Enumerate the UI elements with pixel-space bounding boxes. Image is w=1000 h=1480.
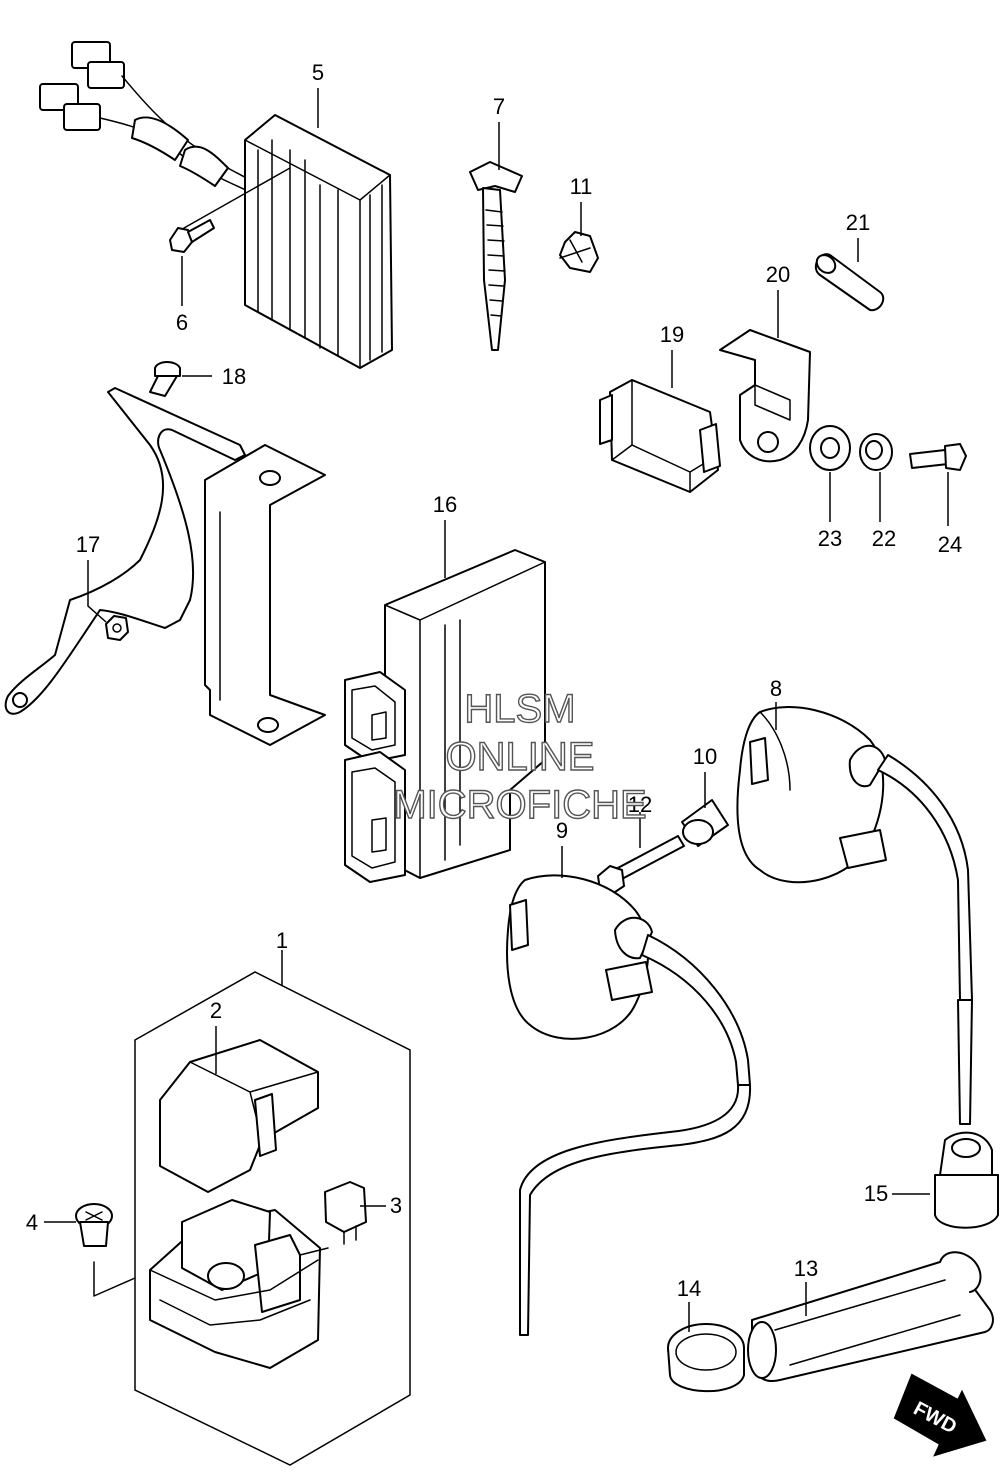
screw-18[interactable] [149, 361, 181, 397]
grommet-23[interactable] [809, 425, 851, 471]
callout-23: 23 [818, 526, 842, 551]
callout-18: 18 [222, 364, 246, 389]
fuse[interactable] [324, 1181, 367, 1245]
clip[interactable] [559, 231, 599, 273]
mounting-bracket[interactable] [4, 387, 326, 746]
starter-relay-assembly-box [134, 971, 411, 1466]
callout-21: 21 [846, 210, 870, 235]
watermark-line-2: ONLINE [446, 735, 595, 779]
relay[interactable] [599, 379, 721, 493]
screw-4[interactable] [75, 1203, 136, 1297]
callout-15: 15 [864, 1181, 888, 1206]
callout-13: 13 [794, 1256, 818, 1281]
watermark: HLSM ONLINE MICROFICHE [393, 686, 648, 827]
leader-lines [44, 88, 949, 1332]
callout-22: 22 [872, 526, 896, 551]
callout-12: 12 [628, 792, 652, 817]
ignition-coil-8[interactable] [736, 706, 973, 1125]
callout-labels: 5 6 7 11 21 20 19 18 23 22 24 16 17 8 10… [26, 60, 962, 1301]
starter-relay-body[interactable] [149, 1199, 329, 1369]
bolt-6[interactable] [169, 167, 291, 253]
ecm-unit[interactable] [344, 549, 546, 883]
ring-14[interactable] [667, 1323, 745, 1393]
callout-11: 11 [570, 174, 593, 199]
callout-20: 20 [766, 262, 790, 287]
callout-1: 1 [276, 928, 288, 953]
callout-10: 10 [693, 744, 717, 769]
watermark-line-3: MICROFICHE [393, 783, 646, 827]
watermark-line-1: HLSM [464, 687, 575, 731]
fwd-direction-badge: FWD [893, 1373, 987, 1457]
callout-2: 2 [210, 998, 222, 1023]
callout-6: 6 [176, 310, 188, 335]
relay-bracket[interactable] [719, 329, 811, 463]
bolt-24[interactable] [909, 443, 967, 471]
callout-17: 17 [76, 532, 100, 557]
collar-10[interactable] [681, 799, 729, 847]
callout-24: 24 [938, 532, 962, 557]
callout-4: 4 [26, 1210, 38, 1235]
rectifier-regulator[interactable] [39, 41, 393, 369]
plug-cover[interactable] [747, 1251, 994, 1382]
collar-sleeve[interactable] [813, 251, 885, 312]
callout-16: 16 [433, 492, 457, 517]
callout-9: 9 [556, 818, 568, 843]
collar-22[interactable] [859, 433, 893, 471]
relay-cover[interactable] [159, 1039, 319, 1193]
callout-14: 14 [677, 1276, 701, 1301]
callout-19: 19 [660, 322, 684, 347]
ignition-coil-9[interactable] [506, 874, 752, 1336]
spark-plug-cap[interactable] [934, 1131, 999, 1229]
callout-8: 8 [770, 676, 782, 701]
bolt-12[interactable] [597, 835, 685, 895]
cable-tie[interactable] [469, 161, 523, 351]
callout-3: 3 [390, 1193, 402, 1218]
callout-7: 7 [493, 94, 505, 119]
callout-5: 5 [312, 60, 324, 85]
